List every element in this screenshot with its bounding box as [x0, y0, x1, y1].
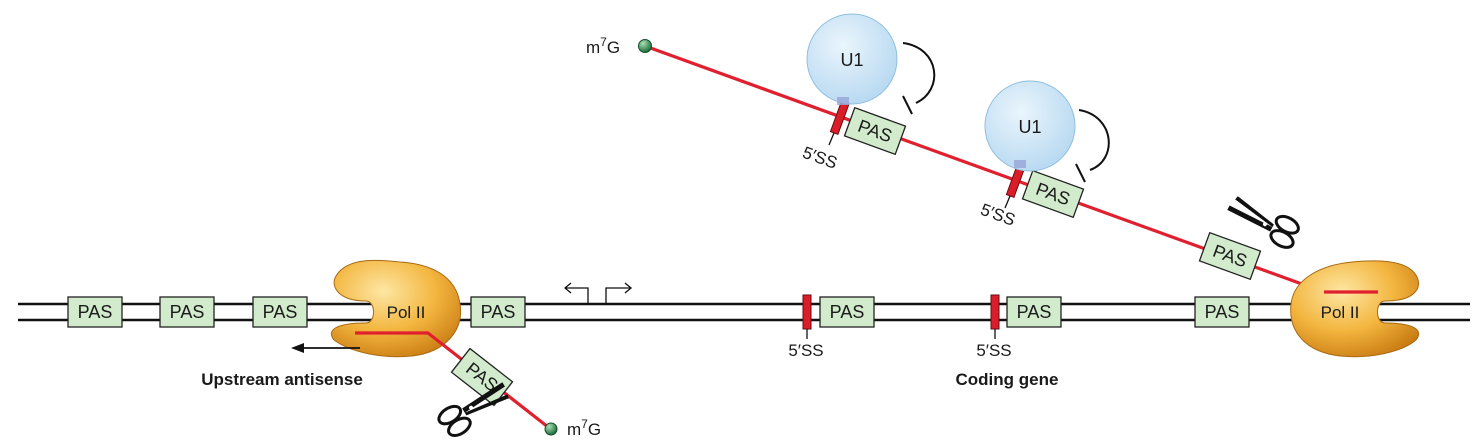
cap-icon	[638, 39, 652, 53]
cap-label: m7G	[586, 35, 620, 57]
cap-label: m7G	[567, 417, 601, 439]
antisense-rna	[355, 331, 549, 429]
u1-contact	[837, 97, 849, 105]
pol-ii-label: Pol II	[1321, 303, 1360, 322]
svg-text:5′SS: 5′SS	[978, 200, 1018, 230]
splice-site-marker	[990, 294, 1000, 330]
svg-text:PAS: PAS	[170, 302, 205, 322]
pas-box: PAS	[819, 296, 875, 328]
scissors-icon	[437, 382, 509, 437]
tss-arrows-icon	[563, 282, 633, 303]
pas-box: PAS	[1021, 169, 1085, 219]
pas-box: PAS	[470, 296, 526, 328]
pas-box: PAS	[1194, 296, 1250, 328]
arrow-left-icon	[291, 343, 360, 353]
pas-box: PAS	[843, 106, 907, 156]
splice-site-label: 5′SS	[978, 200, 1018, 230]
splice-site-tick	[828, 132, 835, 146]
cap-icon	[544, 422, 558, 436]
pol-ii-label: Pol II	[387, 303, 426, 322]
u1-snrnp	[984, 80, 1076, 172]
splice-site-label: 5′SS	[788, 341, 823, 360]
pas-box: PAS	[1198, 231, 1262, 281]
svg-text:5′SS: 5′SS	[800, 143, 840, 173]
scissors-icon	[1227, 196, 1300, 249]
coding-gene-label: Coding gene	[956, 370, 1059, 389]
upstream-antisense-label: Upstream antisense	[201, 370, 363, 389]
svg-text:PAS: PAS	[78, 302, 113, 322]
pas-box: PAS	[252, 296, 308, 328]
svg-text:PAS: PAS	[1205, 302, 1240, 322]
sense-rna	[644, 44, 1378, 294]
u1-label: U1	[840, 50, 863, 70]
splice-site-tick	[1004, 195, 1011, 209]
u1-snrnp	[806, 13, 898, 105]
svg-text:PAS: PAS	[263, 302, 298, 322]
pas-box: PAS	[67, 296, 123, 328]
pol-ii-right	[1290, 260, 1420, 358]
svg-text:PAS: PAS	[1017, 302, 1052, 322]
inhibition-icon	[902, 42, 936, 115]
pas-box: PAS	[159, 296, 215, 328]
splice-site-label: 5′SS	[976, 341, 1011, 360]
u1-contact	[1014, 160, 1026, 168]
pas-box: PAS	[1006, 296, 1062, 328]
svg-text:PAS: PAS	[830, 302, 865, 322]
svg-text:PAS: PAS	[481, 302, 516, 322]
splice-site-marker	[802, 294, 812, 330]
u1-label: U1	[1018, 117, 1041, 137]
splice-site-label: 5′SS	[800, 143, 840, 173]
inhibition-icon	[1075, 109, 1110, 183]
